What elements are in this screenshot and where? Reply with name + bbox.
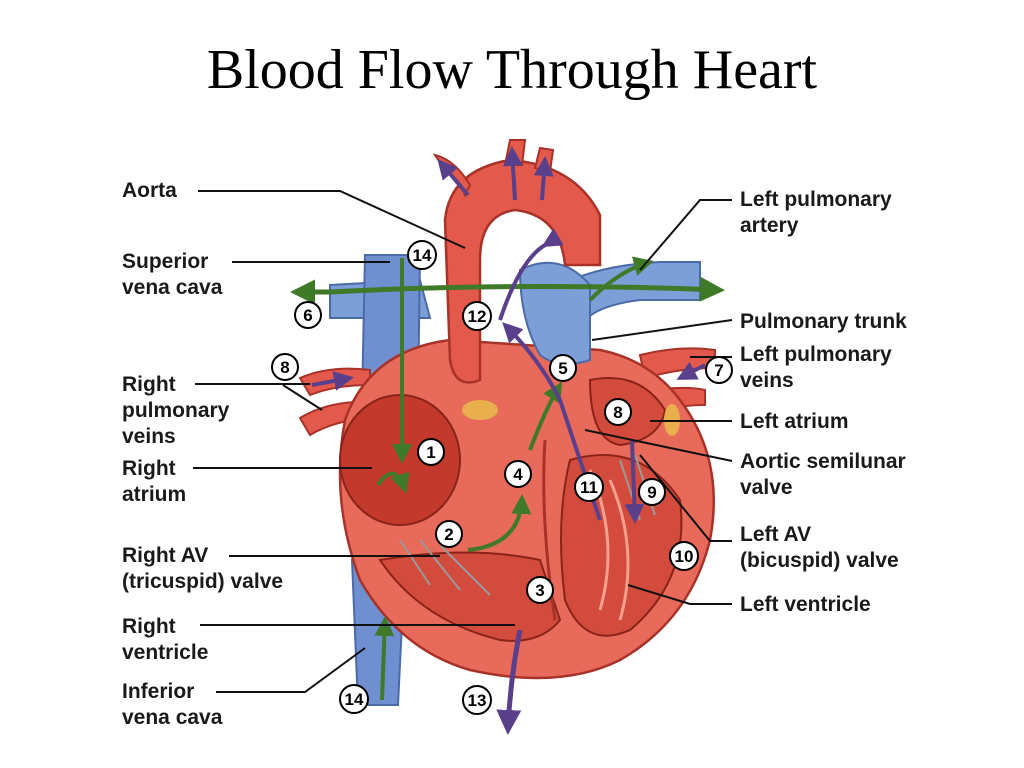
label-right-atrium: Right atrium xyxy=(122,457,186,506)
label-rav-line2: (tricuspid) valve xyxy=(122,570,283,593)
svg-text:14: 14 xyxy=(345,690,364,709)
label-left-atrium: Left atrium xyxy=(740,410,849,433)
label-ra-line2: atrium xyxy=(122,483,186,506)
step-marker-3: 3 xyxy=(526,576,554,604)
label-rv-line1: Right xyxy=(122,615,176,638)
svg-text:2: 2 xyxy=(444,525,453,544)
svg-text:6: 6 xyxy=(303,306,312,325)
step-markers: 1 2 3 4 5 6 7 8 8 9 10 11 12 13 14 14 xyxy=(271,240,733,715)
step-marker-1: 1 xyxy=(417,438,445,466)
label-la-text: Left atrium xyxy=(740,410,849,433)
svg-text:5: 5 xyxy=(558,359,567,378)
label-lpa-line2: artery xyxy=(740,214,799,237)
step-marker-9: 9 xyxy=(638,478,666,506)
svg-text:12: 12 xyxy=(468,307,487,326)
label-aorta: Aorta xyxy=(122,179,177,202)
step-marker-8a: 8 xyxy=(271,353,299,381)
label-superior-vena-cava: Superior vena cava xyxy=(122,250,223,299)
label-aorta-text: Aorta xyxy=(122,179,177,202)
label-lpa-line1: Left pulmonary xyxy=(740,188,892,211)
label-left-av-valve: Left AV (bicuspid) valve xyxy=(740,523,899,572)
svg-text:13: 13 xyxy=(468,691,487,710)
label-lav-line1: Left AV xyxy=(740,523,811,546)
step-marker-2: 2 xyxy=(435,520,463,548)
page-title: Blood Flow Through Heart xyxy=(206,39,818,101)
svg-text:8: 8 xyxy=(280,358,289,377)
label-left-pulmonary-artery: Left pulmonary artery xyxy=(740,188,892,237)
leader-lines xyxy=(193,190,733,693)
label-rv-line2: ventricle xyxy=(122,641,208,664)
label-pt-text: Pulmonary trunk xyxy=(740,310,907,333)
label-right-ventricle: Right ventricle xyxy=(122,615,208,664)
label-left-pulmonary-veins: Left pulmonary veins xyxy=(740,343,892,392)
svg-text:10: 10 xyxy=(675,547,694,566)
step-marker-4: 4 xyxy=(504,460,532,488)
label-asv-line1: Aortic semilunar xyxy=(740,450,906,473)
svg-text:14: 14 xyxy=(413,246,432,265)
svg-text:8: 8 xyxy=(613,403,622,422)
label-inferior-vena-cava: Inferior vena cava xyxy=(122,680,223,729)
label-rpv-line1: Right xyxy=(122,373,176,396)
step-marker-13: 13 xyxy=(462,685,492,715)
svg-text:1: 1 xyxy=(426,443,435,462)
svg-text:7: 7 xyxy=(714,361,723,380)
label-lv-text: Left ventricle xyxy=(740,593,871,616)
step-marker-7: 7 xyxy=(705,356,733,384)
label-svc-line2: vena cava xyxy=(122,276,223,299)
label-asv-line2: valve xyxy=(740,476,793,499)
label-lpv-line1: Left pulmonary xyxy=(740,343,892,366)
heart-illustration xyxy=(298,139,716,706)
flow-arrows xyxy=(290,146,725,735)
label-svc-line1: Superior xyxy=(122,250,208,273)
label-rpv-line2: pulmonary xyxy=(122,399,230,422)
label-left-ventricle: Left ventricle xyxy=(740,593,871,616)
step-marker-14a: 14 xyxy=(407,240,437,270)
label-rav-line1: Right AV xyxy=(122,544,208,567)
label-right-av-valve: Right AV (tricuspid) valve xyxy=(122,544,283,593)
step-marker-6: 6 xyxy=(294,301,322,329)
step-marker-14b: 14 xyxy=(339,684,369,714)
svg-text:9: 9 xyxy=(647,483,656,502)
step-marker-10: 10 xyxy=(669,541,699,571)
label-ivc-line1: Inferior xyxy=(122,680,194,703)
label-right-pulmonary-veins: Right pulmonary veins xyxy=(122,373,230,448)
step-marker-12: 12 xyxy=(462,301,492,331)
step-marker-11: 11 xyxy=(574,472,604,502)
step-marker-5: 5 xyxy=(549,354,577,382)
svg-text:4: 4 xyxy=(513,465,523,484)
label-lav-line2: (bicuspid) valve xyxy=(740,549,899,572)
svg-text:3: 3 xyxy=(535,581,544,600)
label-ivc-line2: vena cava xyxy=(122,706,223,729)
label-rpv-line3: veins xyxy=(122,425,176,448)
label-lpv-line2: veins xyxy=(740,369,794,392)
label-pulmonary-trunk: Pulmonary trunk xyxy=(740,310,907,333)
svg-text:11: 11 xyxy=(580,478,598,497)
label-aortic-semilunar-valve: Aortic semilunar valve xyxy=(740,450,906,499)
label-ra-line1: Right xyxy=(122,457,176,480)
step-marker-8b: 8 xyxy=(604,398,632,426)
